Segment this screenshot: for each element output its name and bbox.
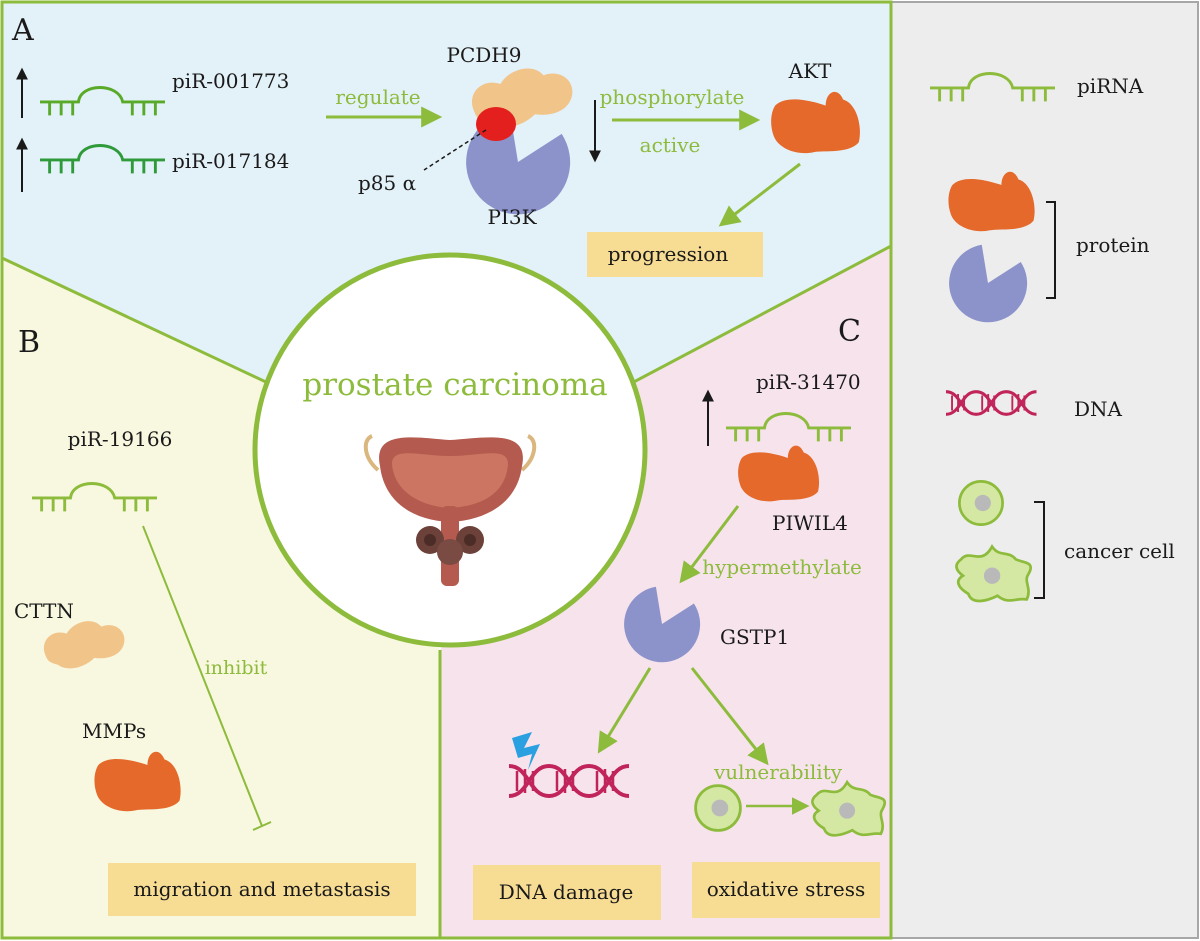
piwil4-label: PIWIL4 <box>772 511 848 535</box>
dna-damage-label: DNA damage <box>499 880 634 904</box>
inhibit-line <box>142 525 263 827</box>
pir-001773-label: piR-001773 <box>172 69 289 93</box>
lightning-icon <box>512 732 540 770</box>
legend-protein-label: protein <box>1076 233 1150 257</box>
p85-alpha-label: p85 α <box>358 171 416 195</box>
pcdh9-label: PCDH9 <box>447 43 522 67</box>
dna-damage-box <box>473 865 661 920</box>
gstp1-label: GSTP1 <box>720 625 789 649</box>
oxidative-stress-label: oxidative stress <box>707 877 866 901</box>
piwil4-to-gstp1-arrow <box>679 505 740 584</box>
inhibit-label: inhibit <box>205 657 268 679</box>
legend-normal-cell-icon <box>958 480 1004 526</box>
cttn-label: CTTN <box>14 599 74 623</box>
akt-label: AKT <box>788 59 832 83</box>
prostate-organ-icon <box>363 434 537 586</box>
inhibit-bar <box>252 821 272 831</box>
phosphorylate-label: phosphorylate <box>600 85 745 109</box>
legend-cancer-cell-bracket <box>1034 501 1045 599</box>
center-circle: prostate carcinoma <box>252 252 648 648</box>
vulnerability-label: vulnerability <box>713 760 843 784</box>
oxidative-stress-box <box>692 862 880 918</box>
hypermethylate-label: hypermethylate <box>702 555 862 579</box>
pir-31470-label: piR-31470 <box>756 370 861 394</box>
p85-alpha-pointer <box>423 129 487 171</box>
p85-alpha-subunit-icon <box>476 107 516 141</box>
center-title: prostate carcinoma <box>302 367 607 403</box>
progression-box <box>587 232 763 277</box>
legend-cancer-cell-label: cancer cell <box>1064 539 1175 563</box>
pir-19166-label: piR-19166 <box>68 427 173 451</box>
pi3k-label: PI3K <box>487 205 537 229</box>
akt-to-progression-arrow <box>718 162 801 227</box>
panel-a-background <box>2 2 891 404</box>
legend-dna-label: DNA <box>1074 397 1123 421</box>
panel-dividers <box>0 0 893 940</box>
progression-label: progression <box>608 242 729 266</box>
pir-017184-label: piR-017184 <box>172 149 289 173</box>
panel-c-letter: C <box>838 314 861 349</box>
panel-a-letter: A <box>11 13 34 48</box>
active-label: active <box>640 133 701 157</box>
legend-panel <box>890 1 1199 939</box>
migration-metastasis-label: migration and metastasis <box>133 877 390 901</box>
legend-pirna-label: piRNA <box>1077 74 1144 98</box>
panel-b-letter: B <box>18 325 40 360</box>
gstp1-to-dna-arrow <box>597 667 652 754</box>
legend-protein-bracket <box>1046 201 1056 299</box>
regulate-label: regulate <box>335 85 420 109</box>
gstp1-to-cells-arrow <box>690 667 769 766</box>
normal-cell-icon <box>694 784 742 832</box>
mmps-label: MMPs <box>82 719 146 743</box>
migration-metastasis-box <box>108 863 416 916</box>
